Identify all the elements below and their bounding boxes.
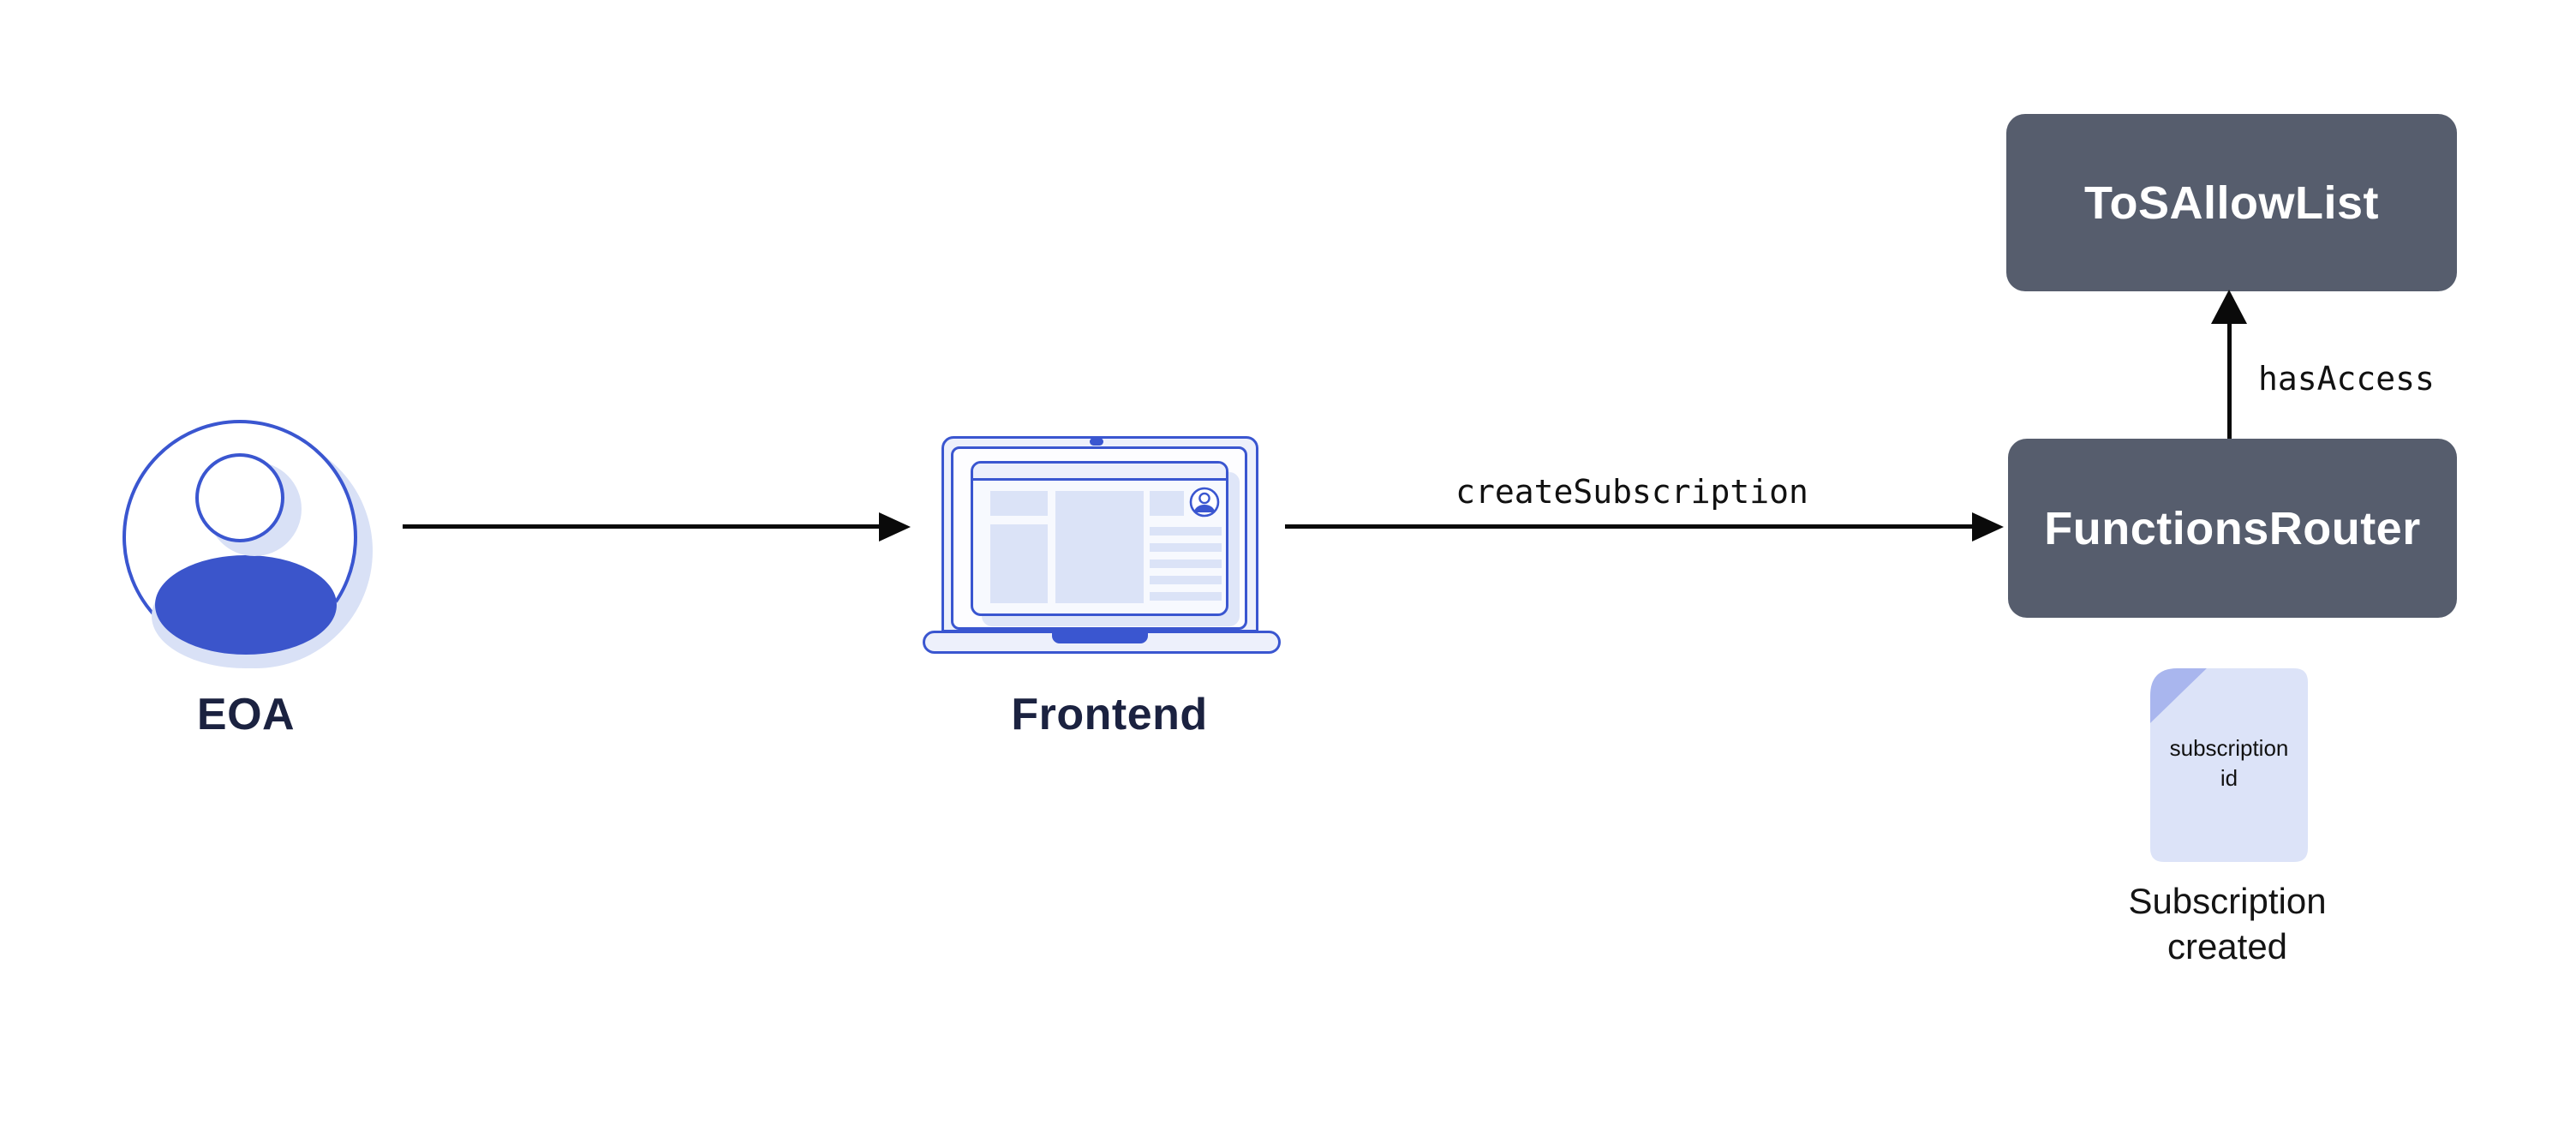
node-functionsrouter: FunctionsRouter	[2008, 439, 2457, 618]
arrow-eoa-to-frontend-line	[403, 524, 879, 529]
document-page	[2150, 668, 2308, 862]
subscription-created-line: Subscription	[2128, 881, 2327, 921]
content-block	[1150, 491, 1184, 516]
subscription-created-label: Subscription created	[2065, 879, 2390, 970]
document-icon	[2150, 668, 2308, 862]
content-bar	[1150, 543, 1222, 552]
avatar-head	[195, 453, 284, 542]
subscription-created-line: created	[2167, 925, 2288, 966]
arrow-eoa-to-frontend-head	[879, 512, 911, 542]
laptop-notch	[1052, 633, 1148, 643]
functionsrouter-label: FunctionsRouter	[2044, 502, 2421, 554]
arrow-router-to-allowlist-line	[2227, 322, 2232, 439]
browser-window	[971, 461, 1228, 616]
document-text: subscription id	[2155, 733, 2303, 793]
laptop-camera-dot	[1090, 438, 1103, 446]
document-text-line: id	[2220, 765, 2238, 792]
arrow-router-to-allowlist-head	[2211, 290, 2247, 324]
content-block	[990, 524, 1048, 603]
content-bar	[1150, 592, 1222, 601]
browser-avatar-icon	[1189, 487, 1220, 518]
content-bar	[1150, 527, 1222, 536]
node-tosallowlist: ToSAllowList	[2006, 114, 2457, 291]
eoa-label: EOA	[196, 690, 296, 739]
frontend-label: Frontend	[1011, 690, 1208, 739]
node-eoa	[123, 420, 388, 685]
arrow-frontend-to-router-line	[1285, 524, 1972, 529]
content-block	[1055, 491, 1144, 603]
avatar-body	[155, 555, 337, 655]
arrow-frontend-to-router-head	[1972, 512, 2004, 542]
content-bar	[1150, 560, 1222, 568]
tosallowlist-label: ToSAllowList	[2084, 177, 2379, 229]
document-text-line: subscription	[2169, 735, 2289, 761]
browser-header-bar	[973, 464, 1226, 481]
document-fold-corner	[2150, 668, 2207, 723]
content-bar	[1150, 576, 1222, 584]
edge-label-hasaccess: hasAccess	[2258, 360, 2435, 398]
edge-label-createsubscription: createSubscription	[1455, 473, 1808, 511]
content-block	[990, 491, 1048, 516]
